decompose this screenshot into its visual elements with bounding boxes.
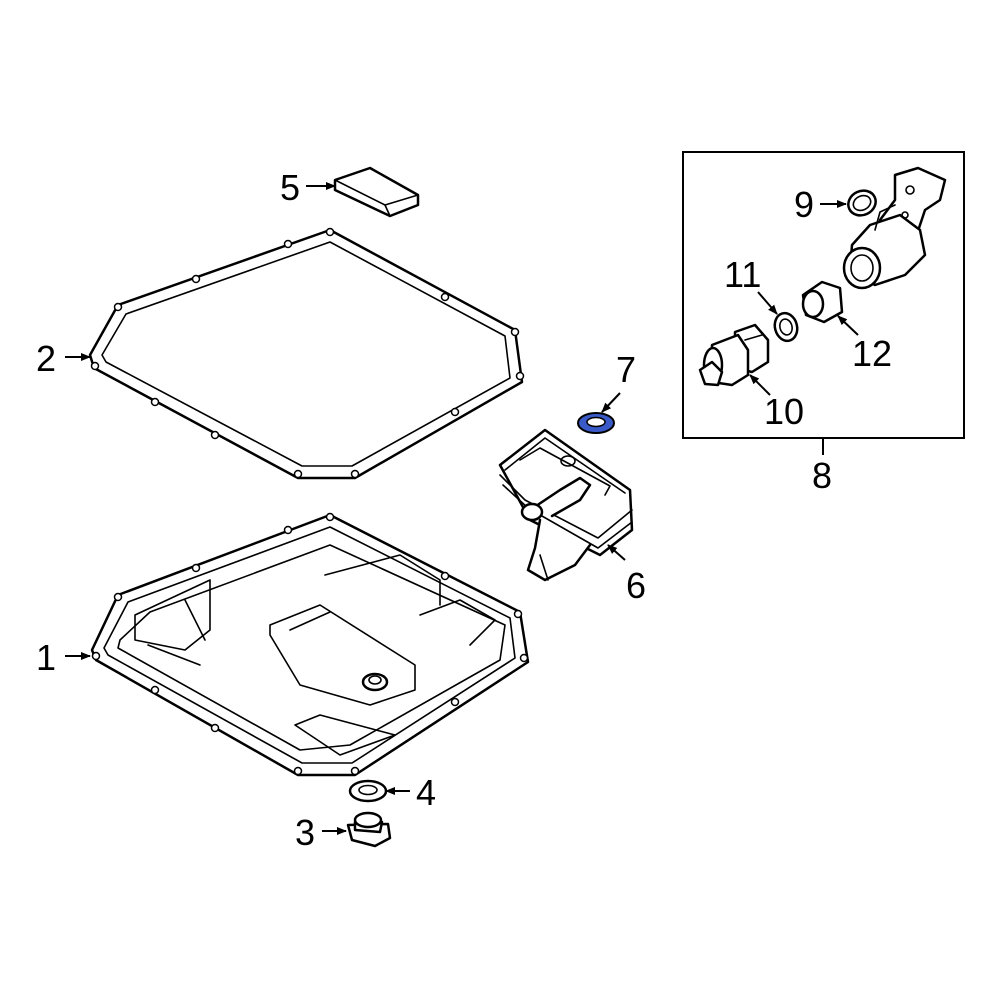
callout-8: 8 xyxy=(812,455,832,496)
solenoid-housing[interactable] xyxy=(842,166,947,290)
drain-plug-part-3[interactable] xyxy=(346,811,392,848)
callout-12: 12 xyxy=(852,333,892,374)
leader-12 xyxy=(837,315,859,336)
callout-labels: 1 2 3 4 5 6 7 8 9 10 11 12 xyxy=(36,167,892,853)
kit-box-part-8[interactable] xyxy=(682,151,965,455)
callout-2: 2 xyxy=(36,338,56,379)
gasket-bolt-holes xyxy=(90,227,525,479)
o-ring-part-9[interactable] xyxy=(844,186,880,220)
leader-arrows xyxy=(65,182,859,835)
seal-part-7[interactable] xyxy=(577,412,615,434)
callout-4: 4 xyxy=(416,772,436,813)
callout-11: 11 xyxy=(724,254,761,295)
gasket-part-2[interactable] xyxy=(88,227,525,480)
callout-10: 10 xyxy=(764,391,804,432)
leader-7 xyxy=(601,392,621,413)
leader-6 xyxy=(607,544,626,561)
oil-pan-part-1[interactable] xyxy=(90,512,530,777)
pan-drain-boss xyxy=(361,672,389,692)
callout-9: 9 xyxy=(794,184,814,225)
callout-3: 3 xyxy=(295,812,315,853)
pan-ribs xyxy=(134,554,496,756)
washer-part-4[interactable] xyxy=(348,779,388,803)
leader-10 xyxy=(749,374,771,396)
callout-6: 6 xyxy=(626,565,646,606)
adapter-part-10[interactable] xyxy=(698,323,770,387)
callout-1: 1 xyxy=(36,637,56,678)
pan-bolt-holes xyxy=(91,512,529,776)
o-ring-part-11[interactable] xyxy=(772,311,800,344)
pad-part-5[interactable] xyxy=(333,166,420,218)
callout-7: 7 xyxy=(616,349,636,390)
callout-5: 5 xyxy=(280,167,300,208)
filter-part-6[interactable] xyxy=(498,428,634,582)
leader-11 xyxy=(757,291,778,315)
bushing-part-12[interactable] xyxy=(801,280,844,324)
